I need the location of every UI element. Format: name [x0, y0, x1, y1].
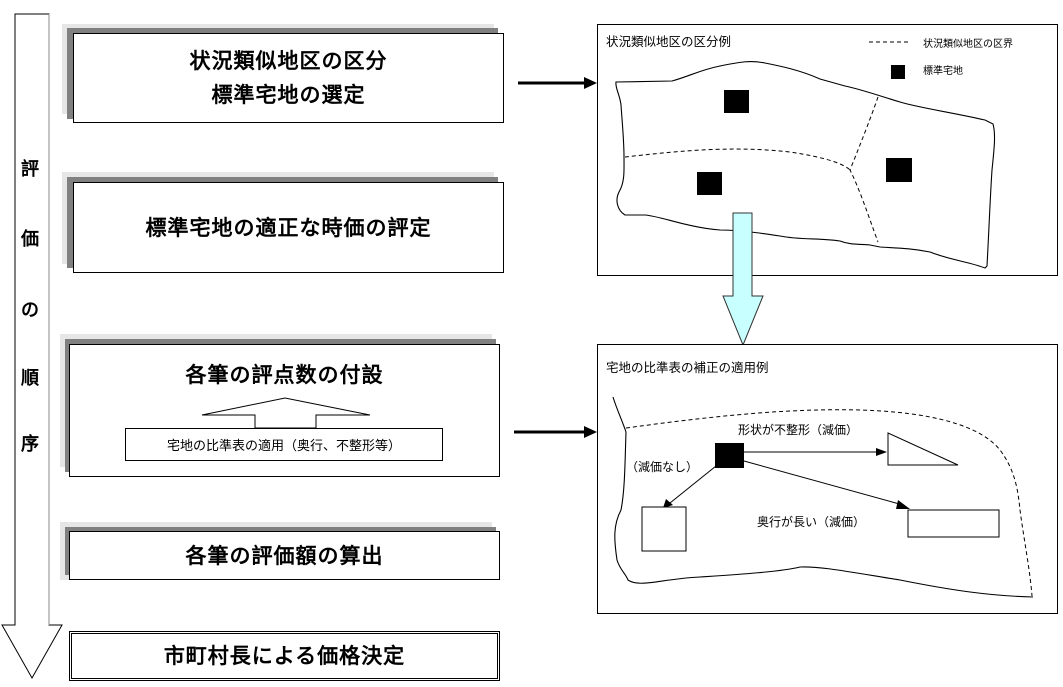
side-label-char: 序 [21, 434, 39, 455]
panel-area-division-example [597, 24, 1058, 276]
side-label-char: 価 [21, 229, 39, 250]
legend-label-standard-land: 標準宅地 [923, 66, 963, 77]
step-box-area-division: 状況類似地区の区分 標準宅地の選定 [73, 33, 504, 123]
arrow-head-icon [584, 426, 597, 438]
sub-box-comparison-table: 宅地の比準表の適用（奥行、不整形等） [125, 428, 443, 461]
side-label-char: 評 [21, 159, 39, 180]
down-arrow-icon [722, 212, 764, 347]
road-boundary-line [625, 409, 1033, 597]
arrow-head-icon [876, 448, 887, 456]
panel-title: 宅地の比準表の補正の適用例 [606, 360, 769, 375]
label-irregular-shape: 形状が不整形（減価） [738, 423, 859, 437]
subject-parcel-marker [715, 443, 744, 468]
standard-land-marker [724, 90, 749, 113]
step-box-standard-land-valuation: 標準宅地の適正な時価の評定 [73, 182, 504, 273]
step-title: 状況類似地区の区分 [189, 49, 388, 73]
arrow-no-reduction [669, 465, 717, 504]
standard-land-marker [886, 158, 912, 182]
arrow-deep [743, 460, 904, 506]
land-outline [615, 61, 996, 269]
arrow-head-icon [584, 77, 597, 89]
final-step-box: 市町村長による価格決定 [69, 631, 500, 681]
side-label-char: の [21, 300, 39, 321]
step-title: 標準宅地の選定 [211, 83, 366, 107]
label-deep-lot: 奥行が長い（減価） [757, 515, 866, 529]
irregular-shape-lot [887, 432, 959, 466]
side-label-char: 順 [21, 368, 39, 389]
legend-label-boundary: 状況類似地区の区界 [923, 39, 1013, 50]
step-title: 標準宅地の適正な時価の評定 [145, 215, 432, 240]
regular-lot [641, 506, 687, 552]
arrow-head-icon [663, 499, 673, 508]
district-boundary-line [624, 148, 851, 171]
panel-title: 状況類似地区の区分例 [606, 34, 732, 49]
district-boundary-line [849, 96, 879, 243]
standard-land-marker [697, 172, 722, 195]
land-outline [612, 396, 1034, 598]
step-title: 各筆の評価額の算出 [185, 543, 384, 568]
arrow-head-icon [896, 500, 910, 509]
label-no-reduction: （減価なし） [626, 460, 699, 474]
final-step-title: 市町村長による価格決定 [163, 644, 406, 668]
step-title: 各筆の評点数の付設 [185, 363, 384, 387]
legend-black-square-icon [891, 65, 905, 79]
step-box-assessed-value: 各筆の評価額の算出 [69, 531, 500, 580]
deep-lot [907, 509, 1000, 538]
